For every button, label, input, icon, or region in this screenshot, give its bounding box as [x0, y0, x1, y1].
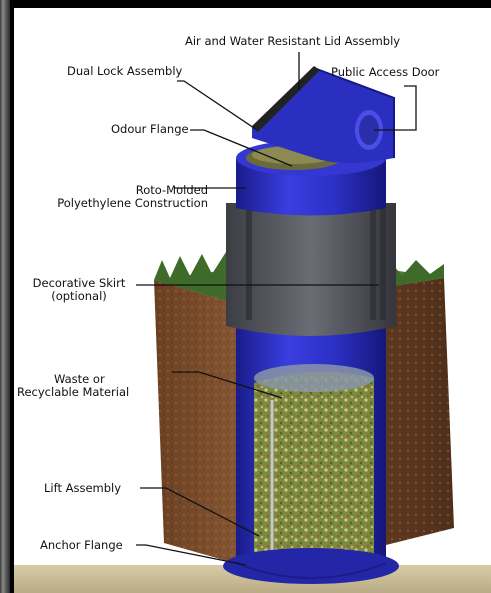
decorative-skirt [226, 203, 396, 336]
anchor-flange [223, 548, 399, 584]
label-roto-line2: Polyethylene Construction [57, 196, 208, 210]
dual-lock [252, 66, 320, 132]
label-waste-material: Waste or Recyclable Material [17, 373, 129, 399]
label-odour-flange: Odour Flange [111, 122, 189, 136]
label-public-access-door: Public Access Door [331, 65, 440, 79]
label-skirt-line1: Decorative Skirt [32, 276, 126, 290]
label-lid-assembly: Air and Water Resistant Lid Assembly [185, 34, 401, 48]
label-dual-lock-assembly: Dual Lock Assembly [67, 64, 183, 78]
diagram-panel: Air and Water Resistant Lid Assembly Dua… [14, 8, 491, 593]
label-decorative-skirt: Decorative Skirt (optional) [22, 277, 136, 303]
label-skirt-line2: (optional) [51, 289, 107, 303]
label-waste-line1: Waste or [54, 372, 105, 386]
label-roto-molded: Roto-Molded Polyethylene Construction [52, 184, 208, 210]
label-lift-assembly: Lift Assembly [44, 481, 122, 495]
label-roto-line1: Roto-Molded [135, 183, 208, 197]
label-waste-line2: Recyclable Material [17, 385, 130, 399]
leader-lines [136, 52, 417, 566]
label-anchor-flange: Anchor Flange [40, 538, 123, 552]
container-illustration [14, 52, 491, 593]
left-border-stripe [0, 0, 10, 593]
waste-cutaway [254, 371, 374, 566]
